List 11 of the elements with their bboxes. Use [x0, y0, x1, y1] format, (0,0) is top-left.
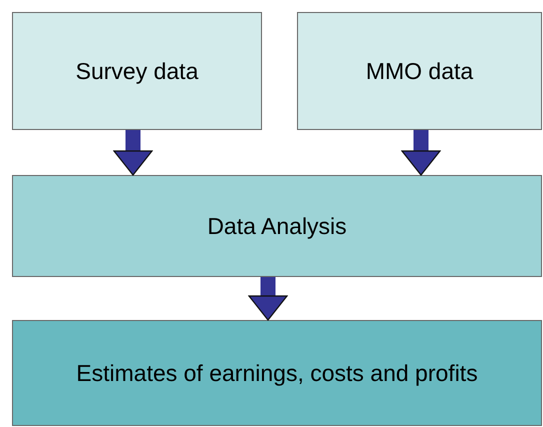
block-arrow — [113, 130, 153, 176]
process-box — [12, 12, 262, 130]
box-label: Data Analysis — [207, 212, 347, 240]
process-box — [12, 320, 542, 426]
box-label: MMO data — [366, 58, 474, 84]
process-box — [297, 12, 542, 130]
block-arrow — [248, 277, 288, 321]
process-box — [12, 175, 542, 277]
block-arrow — [401, 130, 441, 176]
box-label: Survey data — [76, 58, 198, 84]
box-label: Estimates of earnings, costs and profits — [76, 360, 478, 386]
